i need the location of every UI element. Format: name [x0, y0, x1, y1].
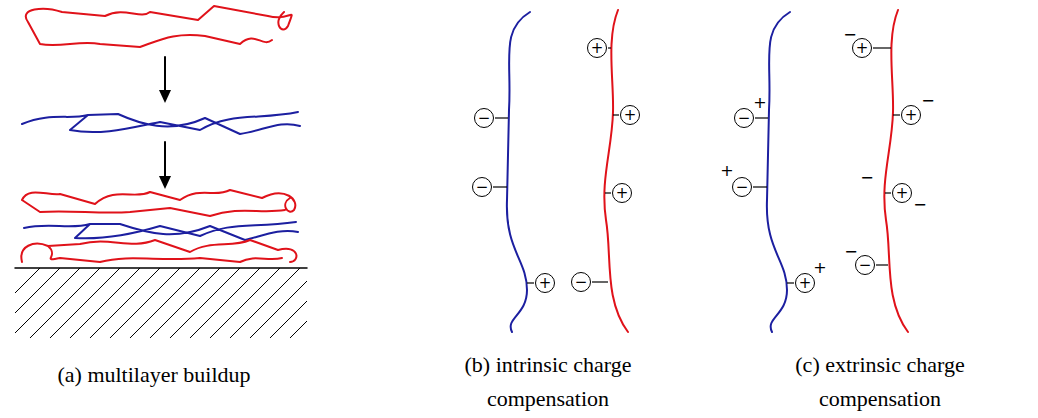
- arrowhead: [159, 176, 171, 189]
- counterion: +: [813, 260, 826, 276]
- charge-sign: −: [736, 180, 749, 195]
- counterion: +: [720, 163, 733, 179]
- charge-circle: +: [620, 105, 640, 125]
- charge-sign: +: [799, 276, 812, 291]
- polyanion-chain: [24, 222, 298, 240]
- charge-circle: −: [571, 272, 591, 292]
- polyanion-chain: [22, 112, 300, 134]
- polycation-chain: [884, 10, 908, 332]
- charge-circle: −: [472, 177, 492, 197]
- charge-sign: +: [856, 41, 869, 56]
- panel-caption: (c) extrinsic charge compensation: [771, 348, 989, 416]
- charge-sign: −: [476, 180, 489, 195]
- charge-circle: −: [734, 108, 754, 128]
- polycation-chain: [604, 10, 628, 332]
- charge-circle: +: [901, 105, 921, 125]
- charge-sign: +: [539, 276, 552, 291]
- polycation-chain: [22, 190, 295, 216]
- counterion: +: [753, 95, 766, 111]
- charge-circle: −: [732, 177, 752, 197]
- substrate-hatch: [15, 268, 307, 338]
- charge-sign: −: [859, 258, 872, 273]
- charge-circle: +: [612, 183, 632, 203]
- polyanion-chain: [507, 12, 530, 332]
- side-group-line: [493, 48, 900, 283]
- panel-caption: (b) intrinsic charge compensation: [439, 348, 657, 416]
- panel-caption: (a) multilayer buildup: [4, 358, 304, 392]
- charge-sign: +: [896, 186, 909, 201]
- counterion: −: [913, 197, 926, 213]
- charge-sign: +: [591, 41, 604, 56]
- charge-circle: +: [892, 183, 912, 203]
- charge-circle: +: [535, 273, 555, 293]
- counterion: −: [921, 93, 934, 109]
- charge-circle: −: [855, 255, 875, 275]
- charge-circle: +: [795, 273, 815, 293]
- polycation-chain: [26, 6, 292, 47]
- counterion: −: [844, 244, 857, 260]
- charge-sign: −: [478, 111, 491, 126]
- counterion: −: [860, 170, 873, 186]
- arrowhead: [159, 90, 171, 103]
- charge-sign: +: [624, 108, 637, 123]
- charge-circle: −: [474, 108, 494, 128]
- charge-sign: +: [616, 186, 629, 201]
- counterion: −: [843, 27, 856, 43]
- polyanion-chain: [767, 12, 790, 332]
- charge-sign: −: [575, 275, 588, 290]
- charge-sign: +: [905, 108, 918, 123]
- polycation-chain: [21, 240, 296, 262]
- arrow: [164, 57, 166, 180]
- charge-circle: +: [587, 38, 607, 58]
- charge-sign: −: [738, 111, 751, 126]
